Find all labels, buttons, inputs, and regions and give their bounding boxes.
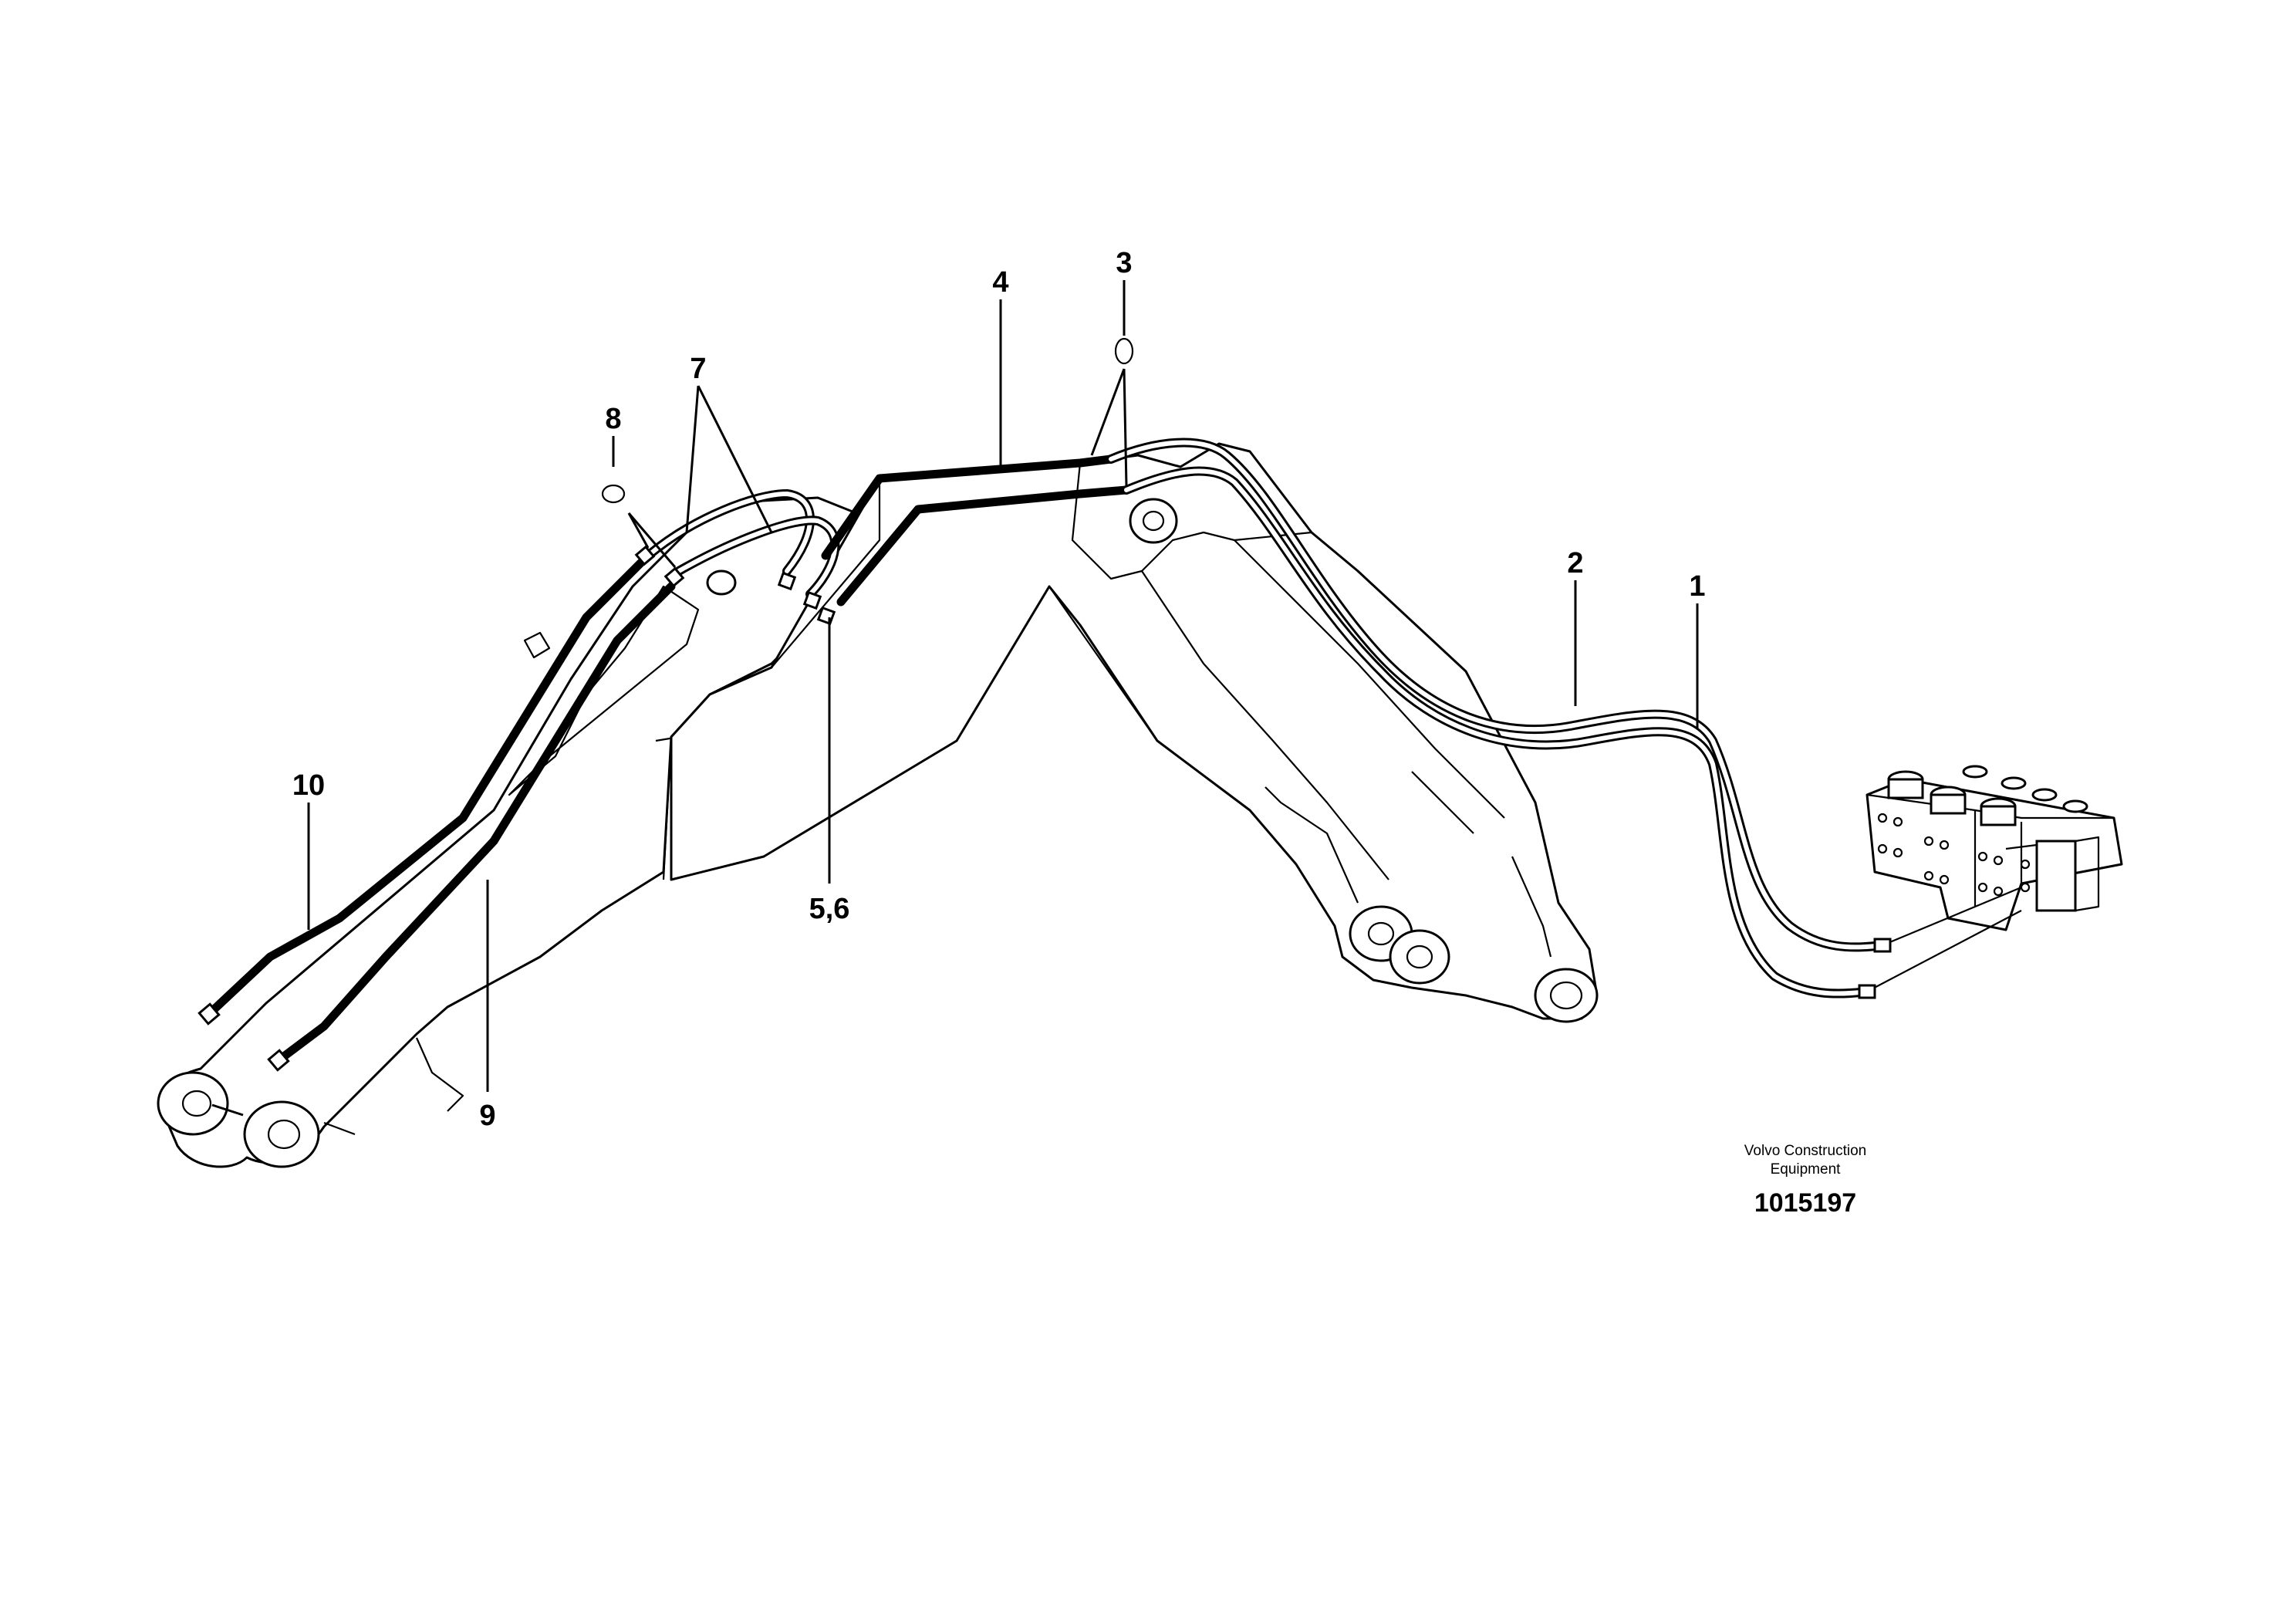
hose-4a — [821, 454, 1116, 560]
hose-10 — [204, 559, 645, 1019]
callout-8: 8 — [605, 403, 621, 435]
dipper-arm — [157, 496, 858, 1168]
callout-5-6: 5,6 — [809, 893, 850, 925]
callout-3: 3 — [1116, 247, 1132, 279]
hose-9 — [273, 582, 676, 1066]
callout-7: 7 — [690, 353, 706, 385]
callout-2: 2 — [1567, 547, 1583, 580]
hose-4b — [836, 485, 1131, 607]
manufacturer-caption-line-1: Volvo Construction — [1744, 1143, 1867, 1159]
callout-labels: 1 2 3 4 5,6 7 8 9 10 — [292, 247, 1706, 1132]
control-valve — [1866, 765, 2123, 931]
boom — [670, 442, 1599, 1023]
leader-lines — [307, 280, 1699, 1092]
figure-number: 1015197 — [1754, 1188, 1857, 1218]
callout-10: 10 — [292, 769, 325, 802]
callout-4: 4 — [992, 266, 1008, 299]
hoses — [198, 438, 2022, 1072]
callout-9: 9 — [479, 1100, 495, 1132]
manufacturer-caption-line-2: Equipment — [1770, 1161, 1841, 1178]
callout-1: 1 — [1689, 570, 1705, 603]
